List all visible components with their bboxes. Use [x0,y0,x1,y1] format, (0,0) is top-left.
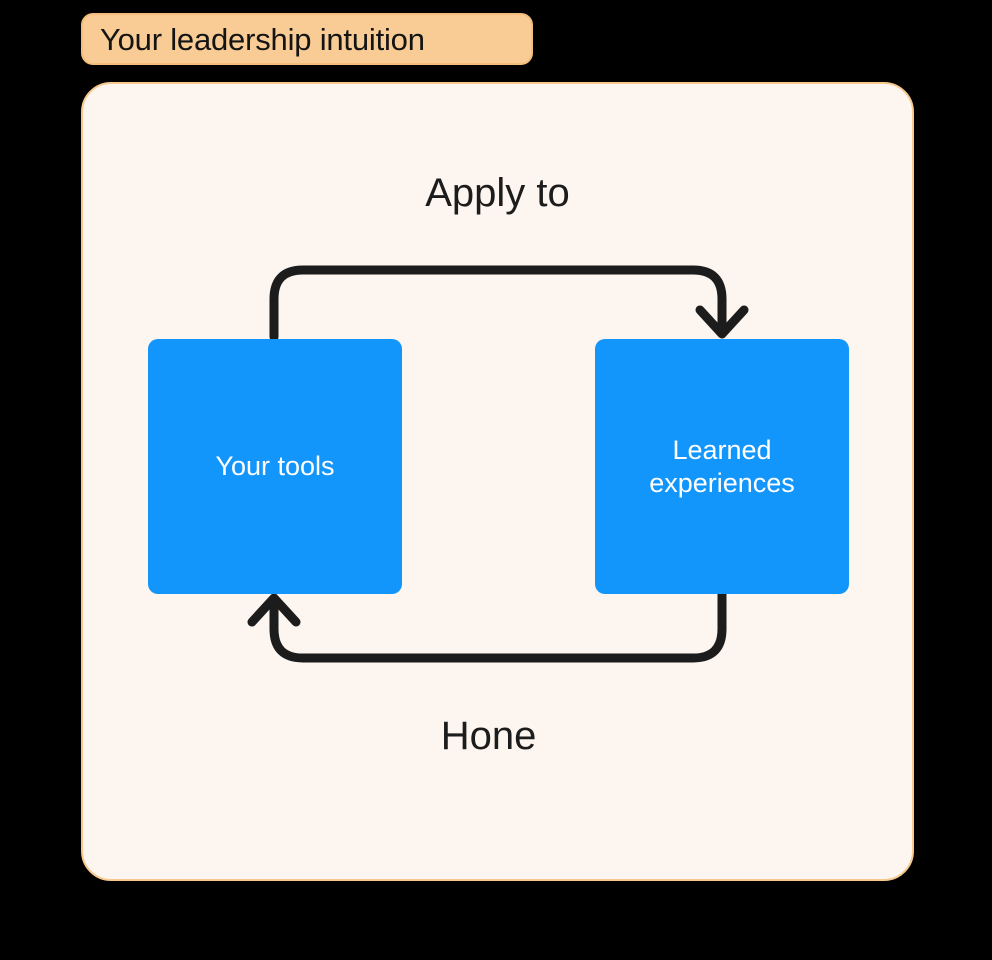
arrowhead-down-icon [695,305,749,339]
node-learned-experiences[interactable]: Learned experiences [595,339,849,594]
node-your-tools-label: Your tools [215,451,335,482]
title-badge: Your leadership intuition [81,13,533,65]
node-your-tools[interactable]: Your tools [148,339,402,594]
diagram-card: Apply to Your tools Learned experiences [81,82,914,881]
edge-label-apply-to: Apply to [425,171,570,215]
node-learned-experiences-label-line2: experiences [649,467,795,498]
arrowhead-up-icon [247,593,301,627]
node-learned-experiences-label: Learned experiences [649,434,795,500]
edge-label-hone: Hone [440,714,537,758]
arrow-hone [247,589,727,663]
title-badge-label: Your leadership intuition [100,21,425,57]
node-learned-experiences-label-line1: Learned [672,434,772,465]
arrow-apply-to [269,265,749,342]
